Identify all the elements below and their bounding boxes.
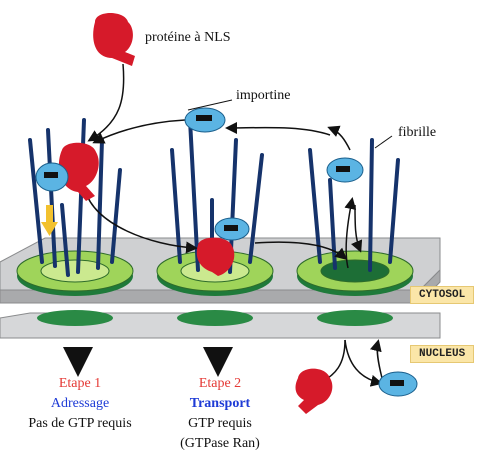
step-2-note: GTP requis xyxy=(188,416,252,431)
protein-step1 xyxy=(58,142,99,201)
cytosol-label: CYTOSOL xyxy=(410,286,475,304)
importin-top xyxy=(184,107,226,133)
step-2-subtitle: Transport xyxy=(189,396,251,411)
protein-label: protéine à NLS xyxy=(145,30,231,45)
protein-top xyxy=(93,13,135,66)
nuclear-pore-1 xyxy=(16,250,134,326)
importin-step2 xyxy=(214,217,250,241)
importin-step3 xyxy=(326,157,364,183)
nucleus-label: NUCLEUS xyxy=(410,345,475,363)
fibril-label: fibrille xyxy=(398,125,437,140)
protein-step2 xyxy=(196,237,235,276)
step-2-caption: Etape 2 Transport GTP requis (GTPase Ran… xyxy=(150,374,290,454)
step-1-caption: Etape 1 Adressage Pas de GTP requis xyxy=(10,374,150,434)
step-arrows xyxy=(63,347,233,377)
flow-arrows xyxy=(84,63,383,387)
fibrils xyxy=(28,118,400,277)
yellow-arrow xyxy=(41,205,58,236)
importin-label: importine xyxy=(236,88,291,103)
importin-step1 xyxy=(35,162,69,192)
step-1-subtitle: Adressage xyxy=(50,396,110,411)
step-2-title: Etape 2 xyxy=(198,376,242,391)
protein-nucleus xyxy=(295,368,333,414)
label-pointers xyxy=(187,99,393,149)
step-1-title: Etape 1 xyxy=(58,376,102,391)
importin-nucleus xyxy=(378,371,418,397)
step-2-note2: (GTPase Ran) xyxy=(180,436,260,451)
step-1-note: Pas de GTP requis xyxy=(28,416,132,431)
